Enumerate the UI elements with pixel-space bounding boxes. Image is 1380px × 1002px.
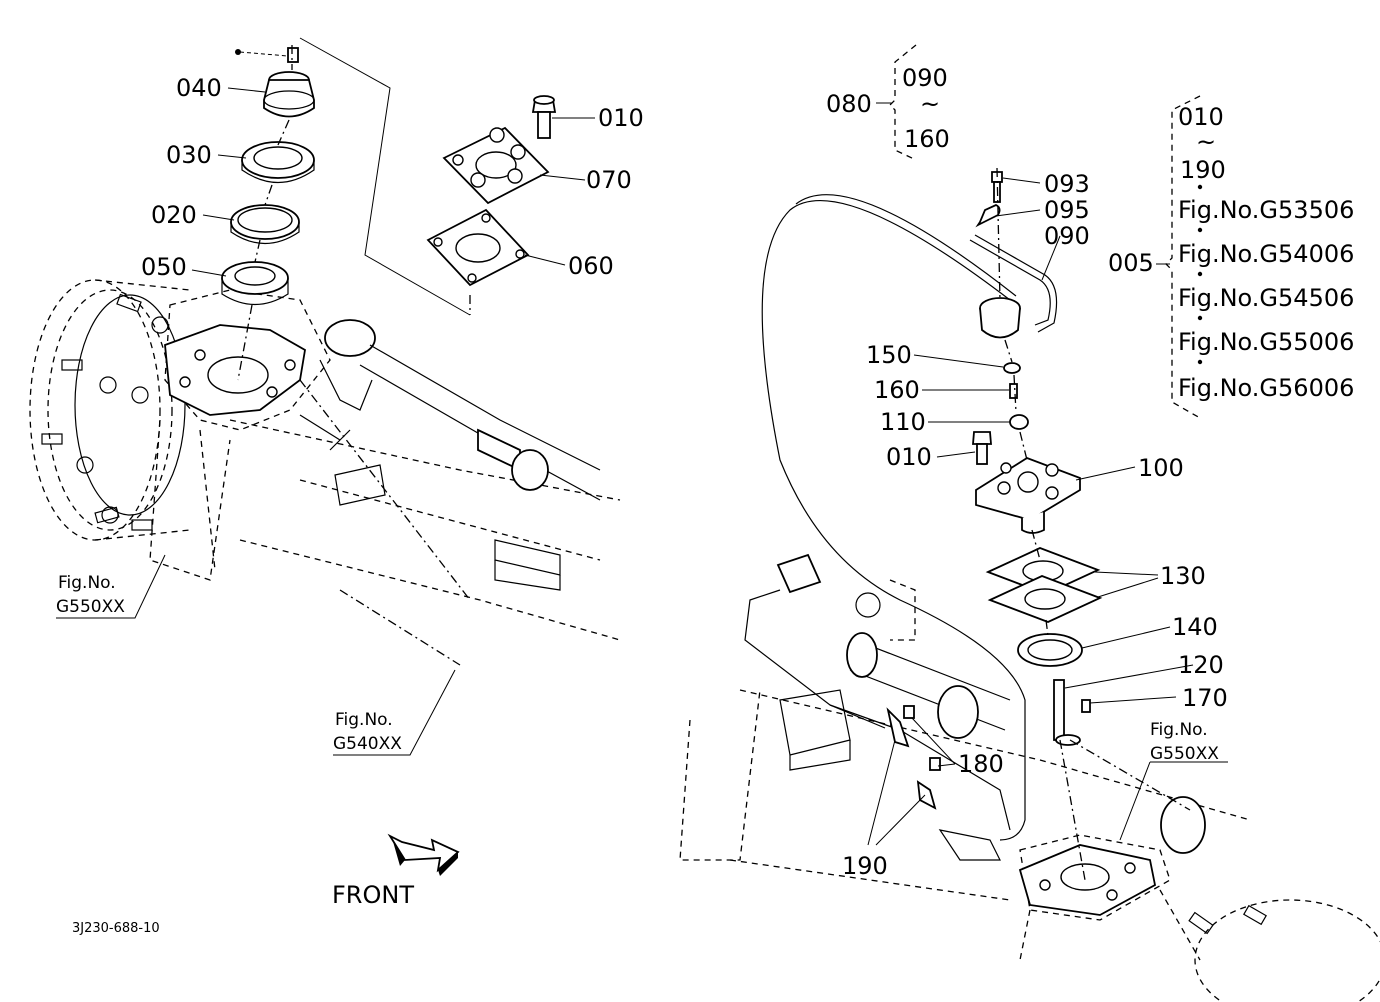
fig-ref-g56006: Fig.No.G56006 — [1178, 374, 1354, 402]
part-label-060: 060 — [568, 252, 614, 280]
part-label-180: 180 — [958, 750, 1004, 778]
group-005-tilde: ~ — [1196, 128, 1216, 156]
part-label-110: 110 — [880, 408, 926, 436]
part-label-050: 050 — [141, 253, 187, 281]
fig-ref-g540-line1: Fig.No. — [335, 710, 393, 730]
front-axle-housing-drawing — [679, 689, 1380, 1002]
part-label-140: 140 — [1172, 613, 1218, 641]
part-060-gasket — [426, 208, 530, 287]
part-140-seal — [1017, 633, 1083, 667]
tie-rod-drawing — [299, 319, 601, 506]
part-130-gaskets — [985, 547, 1103, 623]
part-010-bolt-right — [972, 431, 992, 465]
fig-ref-g550-left-line1: Fig.No. — [58, 573, 116, 593]
part-label-010-right: 010 — [886, 443, 932, 471]
left-assembly: 040 030 020 050 010 070 060 Fig.No. G550… — [29, 37, 644, 936]
part-030-seal — [241, 141, 315, 184]
group-080-from: 090 — [902, 64, 948, 92]
document-code: 3J230-688-10 — [72, 921, 160, 936]
part-label-040: 040 — [176, 74, 222, 102]
part-label-010-left: 010 — [598, 104, 644, 132]
part-label-020: 020 — [151, 201, 197, 229]
part-100-flange — [975, 457, 1081, 534]
group-080-to: 160 — [904, 125, 950, 153]
fig-ref-g550-right-line1: Fig.No. — [1150, 720, 1208, 740]
fig-ref-g550-left-line2: G550XX — [56, 597, 125, 617]
drive-shaft-drawing — [846, 579, 1011, 739]
part-010-bolt-left — [531, 95, 557, 139]
part-180-bolt-a — [903, 705, 915, 719]
wheel-hub-drawing — [29, 279, 191, 541]
part-label-100: 100 — [1138, 454, 1184, 482]
part-label-190: 190 — [842, 852, 888, 880]
part-label-090: 090 — [1044, 222, 1090, 250]
front-arrow-icon — [387, 833, 460, 876]
front-label: FRONT — [332, 881, 414, 909]
part-label-030: 030 — [166, 141, 212, 169]
part-110-oring — [1009, 414, 1029, 430]
fig-ref-g54006: Fig.No.G54006 — [1178, 240, 1354, 268]
part-160-screw — [1009, 383, 1018, 399]
steering-knuckle-drawing — [149, 289, 331, 581]
part-label-080: 080 — [826, 90, 872, 118]
fig-ref-g53506: Fig.No.G53506 — [1178, 196, 1354, 224]
right-assembly: 080 090 ~ 160 005 010 ~ 190 Fig.No.G5350… — [679, 44, 1380, 1002]
part-120-pin — [1053, 679, 1081, 746]
part-label-150: 150 — [866, 341, 912, 369]
part-070-plate — [442, 126, 550, 205]
fig-ref-g550-right-line2: G550XX — [1150, 744, 1219, 764]
grease-dot-icon — [235, 49, 241, 55]
part-label-005: 005 — [1108, 249, 1154, 277]
part-label-070: 070 — [586, 166, 632, 194]
part-050-bearing — [221, 261, 289, 305]
sensor-harness-drawing — [744, 194, 1026, 861]
part-020-ring — [230, 204, 300, 244]
part-090-sensor — [969, 234, 1058, 339]
part-label-160: 160 — [874, 376, 920, 404]
group-080-tilde: ~ — [920, 90, 940, 118]
part-label-095: 095 — [1044, 196, 1090, 224]
part-150-washer — [1003, 362, 1021, 374]
part-095-clip — [975, 204, 1001, 228]
fig-ref-g55006: Fig.No.G55006 — [1178, 328, 1354, 356]
group-005-to: 190 — [1180, 156, 1226, 184]
group-005-from: 010 — [1178, 103, 1224, 131]
part-label-130: 130 — [1160, 562, 1206, 590]
fig-ref-g540-line2: G540XX — [333, 734, 402, 754]
part-label-093: 093 — [1044, 170, 1090, 198]
part-label-120: 120 — [1178, 651, 1224, 679]
fig-ref-g54506: Fig.No.G54506 — [1178, 284, 1354, 312]
part-170-bolt — [1081, 699, 1091, 713]
axle-housing-drawing — [229, 419, 621, 641]
part-040-cap — [263, 47, 315, 118]
part-label-170: 170 — [1182, 684, 1228, 712]
part-180-bolt-b — [929, 757, 941, 771]
